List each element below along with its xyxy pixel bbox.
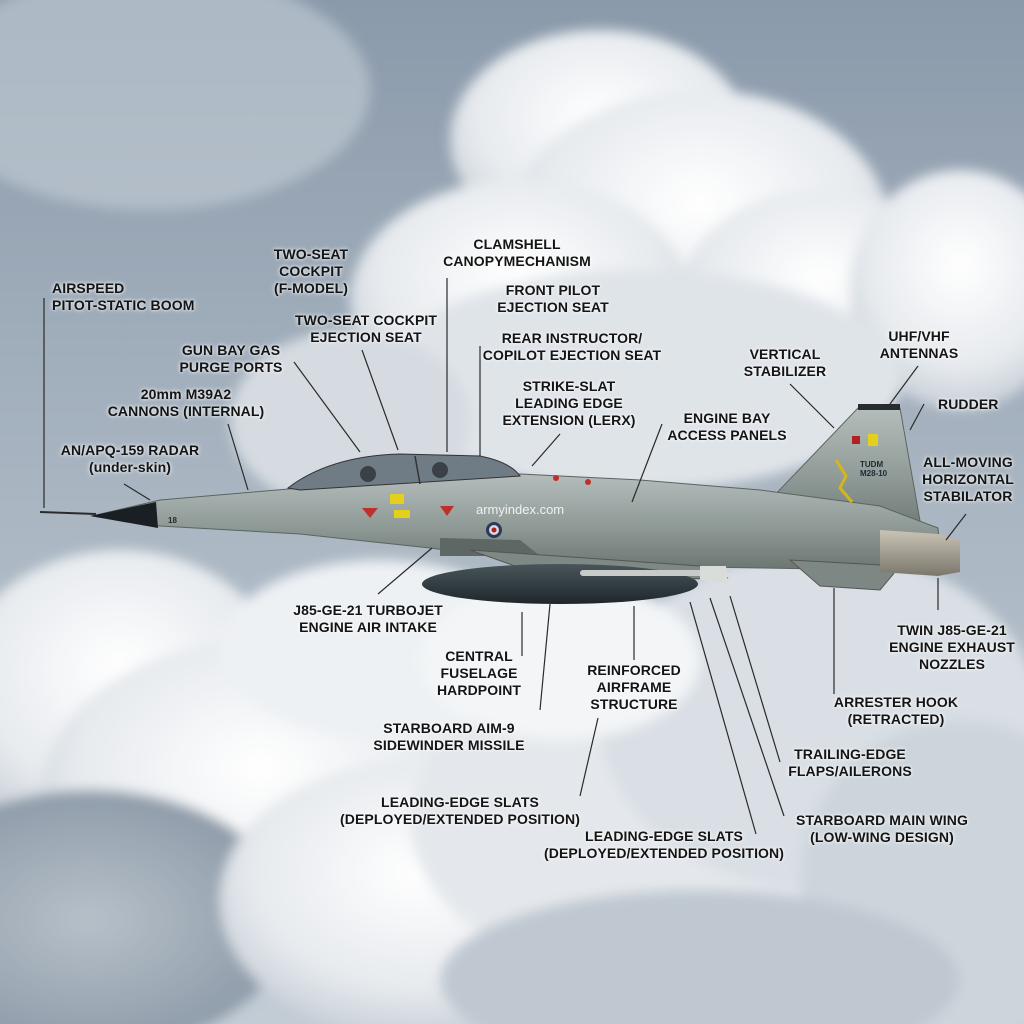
f5-aircraft xyxy=(39,278,967,835)
label-horizontal-stabilator: ALL-MOVING HORIZONTAL STABILATOR xyxy=(922,454,1014,504)
exhaust-nozzle-shape xyxy=(880,530,960,576)
label-engine-air-intake: J85-GE-21 TURBOJET ENGINE AIR INTAKE xyxy=(293,602,443,635)
label-leading-edge-slats-2: LEADING-EDGE SLATS (DEPLOYED/EXTENDED PO… xyxy=(543,828,785,861)
label-radar: AN/APQ-159 RADAR (under-skin) xyxy=(60,442,200,475)
label-central-hardpoint: CENTRAL FUSELAGE HARDPOINT xyxy=(436,648,522,698)
nose-cone xyxy=(90,502,158,528)
label-airspeed-boom: AIRSPEED PITOT-STATIC BOOM xyxy=(52,280,195,313)
pitot-boom xyxy=(39,511,97,515)
label-engine-bay-panels: ENGINE BAY ACCESS PANELS xyxy=(667,410,787,443)
label-trailing-edge-flaps: TRAILING-EDGE FLAPS/AILERONS xyxy=(788,746,912,779)
label-uhf-vhf-antennas: UHF/VHF ANTENNAS xyxy=(879,328,959,361)
label-front-pilot-seat: FRONT PILOT EJECTION SEAT xyxy=(497,282,609,315)
watermark: armyindex.com xyxy=(476,502,565,517)
label-exhaust-nozzles: TWIN J85-GE-21 ENGINE EXHAUST NOZZLES xyxy=(889,622,1015,672)
label-reinforced-airframe: REINFORCED AIRFRAME STRUCTURE xyxy=(587,662,681,712)
label-rudder: RUDDER xyxy=(938,396,999,412)
label-cannons: 20mm M39A2 CANNONS (INTERNAL) xyxy=(107,386,265,419)
nose-number: 18 xyxy=(168,516,177,525)
label-rear-instructor-seat: REAR INSTRUCTOR/ COPILOT EJECTION SEAT xyxy=(482,330,662,363)
canopy-glass xyxy=(286,453,521,491)
leader-lines xyxy=(43,278,967,835)
label-clamshell-canopy: CLAMSHELL CANOPYMECHANISM xyxy=(443,236,591,269)
label-cockpit-ejection-seat: TWO-SEAT COCKPIT EJECTION SEAT xyxy=(294,312,438,345)
label-aim9-missile: STARBOARD AIM-9 SIDEWINDER MISSILE xyxy=(373,720,525,753)
label-vertical-stabilizer: VERTICAL STABILIZER xyxy=(743,346,827,379)
label-strike-slat-lerx: STRIKE-SLAT LEADING EDGE EXTENSION (LERX… xyxy=(502,378,636,428)
aim9-missile-shape xyxy=(580,570,720,576)
label-starboard-main-wing: STARBOARD MAIN WING (LOW-WING DESIGN) xyxy=(796,812,968,845)
label-leading-edge-slats-1: LEADING-EDGE SLATS (DEPLOYED/EXTENDED PO… xyxy=(339,794,581,827)
tail-code: TUDM M28-10 xyxy=(860,460,888,478)
label-two-seat-cockpit: TWO-SEAT COCKPIT (F-MODEL) xyxy=(273,246,349,296)
label-arrester-hook: ARRESTER HOOK (RETRACTED) xyxy=(833,694,959,727)
label-gun-bay-ports: GUN BAY GAS PURGE PORTS xyxy=(179,342,283,375)
